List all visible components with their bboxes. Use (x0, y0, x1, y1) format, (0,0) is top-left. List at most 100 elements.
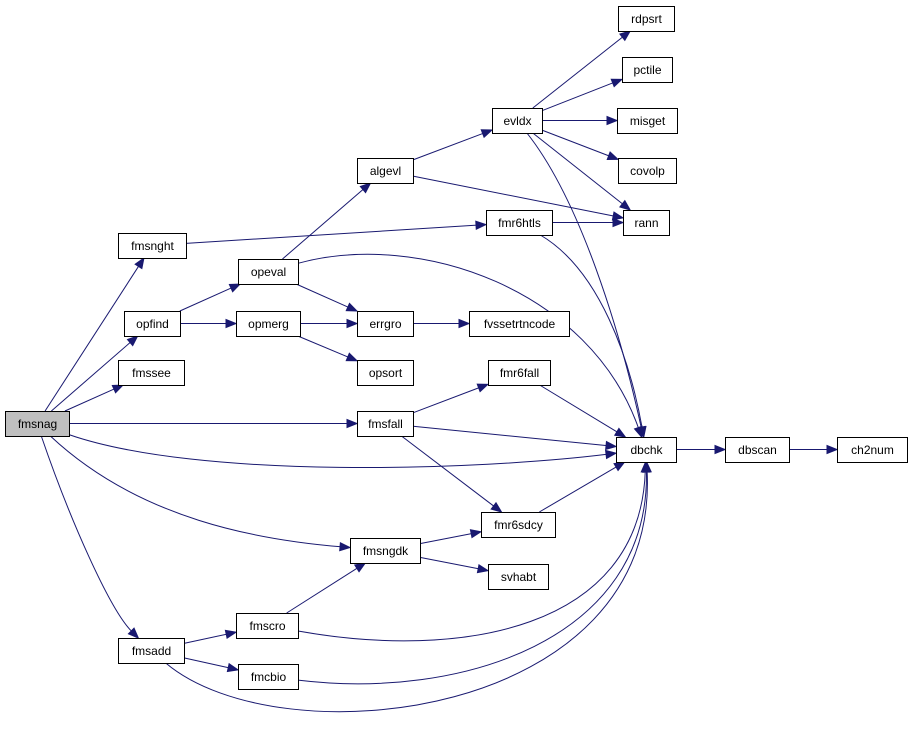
node-box[interactable] (124, 311, 181, 337)
arrowhead (126, 335, 139, 347)
arrowhead (619, 30, 632, 42)
node-box[interactable] (618, 158, 677, 184)
arrowhead (613, 427, 627, 438)
edge-fmsnag-to-fmsnght (44, 256, 145, 412)
node-covolp[interactable]: covolp (618, 158, 677, 184)
edge-line (295, 283, 349, 308)
node-opsort[interactable]: opsort (357, 360, 414, 386)
node-box[interactable] (236, 311, 301, 337)
node-label: fmsfall (368, 417, 403, 431)
node-box[interactable] (238, 664, 299, 690)
node-fmr6htls[interactable]: fmr6htls (486, 210, 553, 236)
edge-line (412, 132, 484, 161)
node-label: dbscan (738, 443, 777, 457)
edge-dbscan-to-ch2num (789, 444, 839, 455)
node-box[interactable] (486, 210, 553, 236)
node-label: fmcbio (251, 670, 287, 684)
node-fmssee[interactable]: fmssee (118, 360, 185, 386)
node-fmcbio[interactable]: fmcbio (238, 664, 299, 690)
node-ch2num[interactable]: ch2num (837, 437, 908, 463)
node-box[interactable] (622, 57, 673, 83)
node-box[interactable] (618, 6, 675, 32)
node-dbscan[interactable]: dbscan (725, 437, 790, 463)
node-errgro[interactable]: errgro (357, 311, 414, 337)
edge-line (532, 36, 624, 109)
node-label: dbchk (630, 443, 663, 457)
arrowhead (714, 444, 727, 455)
arrowhead (127, 627, 140, 639)
node-fmscro[interactable]: fmscro (236, 613, 299, 639)
node-svhabt[interactable]: svhabt (488, 564, 549, 590)
edge-evldx-to-pctile (541, 78, 624, 112)
node-box[interactable] (488, 564, 549, 590)
node-rdpsrt[interactable]: rdpsrt (618, 6, 675, 32)
node-box[interactable] (118, 360, 185, 386)
edge-dbchk-to-dbscan (676, 444, 727, 455)
arrowhead (353, 562, 367, 573)
arrowhead (637, 425, 647, 439)
edge-opeval-to-algevl (282, 182, 372, 260)
arrowhead (612, 217, 625, 228)
node-label: evldx (503, 114, 531, 128)
node-box[interactable] (623, 210, 670, 236)
node-box[interactable] (238, 259, 299, 285)
arrowhead (480, 129, 494, 139)
node-label: errgro (369, 317, 401, 331)
edge-line (412, 175, 615, 217)
node-label: svhabt (501, 570, 537, 584)
arrowhead (345, 302, 359, 312)
node-box[interactable] (837, 437, 908, 463)
edges-layer (40, 30, 839, 713)
node-box[interactable] (492, 108, 543, 134)
node-box[interactable] (236, 613, 299, 639)
arrowhead (606, 115, 619, 126)
node-fvssetrtncode[interactable]: fvssetrtncode (469, 311, 570, 337)
node-opeval[interactable]: opeval (238, 259, 299, 285)
node-box[interactable] (357, 311, 414, 337)
node-algevl[interactable]: algevl (357, 158, 414, 184)
node-opmerg[interactable]: opmerg (236, 311, 301, 337)
edge-line (51, 341, 132, 412)
node-fmsfall[interactable]: fmsfall (357, 411, 414, 437)
edge-line (526, 132, 642, 429)
node-box[interactable] (350, 538, 421, 564)
node-box[interactable] (481, 512, 556, 538)
node-box[interactable] (725, 437, 790, 463)
node-box[interactable] (357, 411, 414, 437)
edge-line (64, 388, 116, 412)
node-misget[interactable]: misget (617, 108, 678, 134)
node-label: fvssetrtncode (484, 317, 556, 331)
node-box[interactable] (357, 360, 414, 386)
node-fmsadd[interactable]: fmsadd (118, 638, 185, 664)
node-box[interactable] (118, 233, 187, 259)
edge-opfind-to-opmerg (180, 318, 238, 329)
node-fmsngdk[interactable]: fmsngdk (350, 538, 421, 564)
node-fmsnag[interactable]: fmsnag (5, 411, 70, 437)
node-box[interactable] (616, 437, 677, 463)
node-box[interactable] (469, 311, 570, 337)
node-fmr6sdcy[interactable]: fmr6sdcy (481, 512, 556, 538)
node-opfind[interactable]: opfind (124, 311, 181, 337)
node-box[interactable] (5, 411, 70, 437)
node-label: rdpsrt (631, 12, 662, 26)
node-dbchk[interactable]: dbchk (616, 437, 677, 463)
edge-line (183, 633, 228, 644)
edge-fmsngdk-to-fmr6sdcy (419, 529, 483, 545)
edge-line (539, 466, 618, 513)
node-fmr6fall[interactable]: fmr6fall (488, 360, 551, 386)
edge-line (541, 129, 610, 157)
node-pctile[interactable]: pctile (622, 57, 673, 83)
node-box[interactable] (357, 158, 414, 184)
node-label: covolp (630, 164, 665, 178)
node-rann[interactable]: rann (623, 210, 670, 236)
node-label: algevl (370, 164, 401, 178)
node-fmsnght[interactable]: fmsnght (118, 233, 187, 259)
node-evldx[interactable]: evldx (492, 108, 543, 134)
node-box[interactable] (617, 108, 678, 134)
node-label: opfind (136, 317, 169, 331)
edge-fmr6sdcy-to-dbchk (539, 461, 626, 513)
edge-fmr6htls-to-rann (552, 217, 625, 228)
node-box[interactable] (118, 638, 185, 664)
edge-line (297, 253, 640, 429)
node-box[interactable] (488, 360, 551, 386)
